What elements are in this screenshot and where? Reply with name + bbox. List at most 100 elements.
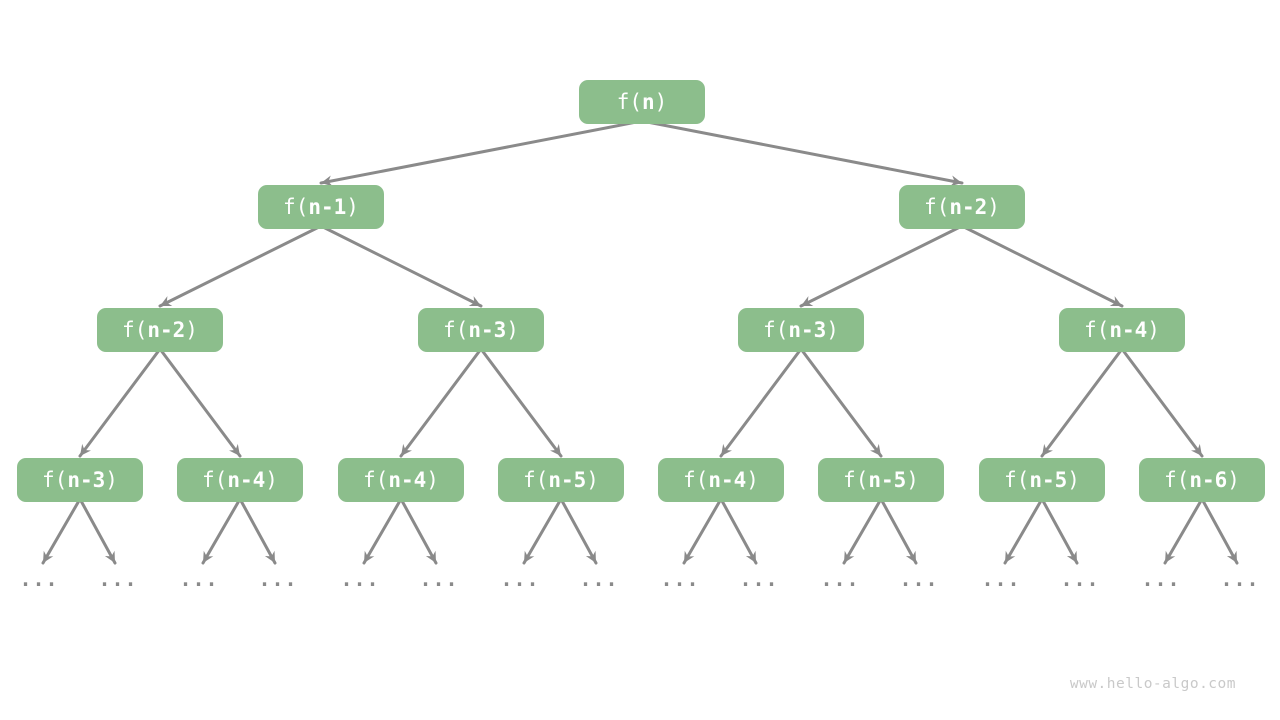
ellipsis-leaf: ... <box>579 567 619 591</box>
node-label-prefix: f( <box>1084 317 1110 342</box>
node-label-suffix: ) <box>746 467 759 492</box>
ellipsis-leaf: ... <box>500 567 540 591</box>
node-label-suffix: ) <box>906 467 919 492</box>
node-label-arg: n-6 <box>1189 467 1228 492</box>
ellipsis-leaf: ... <box>19 567 59 591</box>
tree-edge <box>41 497 82 565</box>
tree-edge <box>399 497 438 565</box>
node-label-prefix: f( <box>1004 467 1030 492</box>
tree-edge <box>158 224 323 308</box>
node-label-arg: n-5 <box>548 467 587 492</box>
node-label-prefix: f( <box>843 467 869 492</box>
node-label-suffix: ) <box>346 194 359 219</box>
node-label-suffix: ) <box>185 317 198 342</box>
node-f-n-3: f(n-3) <box>738 308 864 352</box>
node-label-arg: n-5 <box>868 467 907 492</box>
ellipsis-leaf: ... <box>660 567 700 591</box>
node-label-prefix: f( <box>283 194 309 219</box>
tree-edge <box>522 497 563 565</box>
ellipsis-leaf: ... <box>739 567 779 591</box>
node-label-arg: n-2 <box>147 317 186 342</box>
ellipsis-leaf: ... <box>1220 567 1260 591</box>
node-f-n-4: f(n-4) <box>658 458 784 502</box>
node-label-prefix: f( <box>763 317 789 342</box>
tree-edge <box>799 347 883 458</box>
node-label-suffix: ) <box>506 317 519 342</box>
node-f-n-1: f(n-1) <box>258 185 384 229</box>
tree-edge <box>1200 497 1239 565</box>
ellipsis-leaf: ... <box>258 567 298 591</box>
node-f-n-3: f(n-3) <box>17 458 143 502</box>
node-label-prefix: f( <box>202 467 228 492</box>
node-f-n: f(n) <box>579 80 705 124</box>
tree-edge <box>719 497 758 565</box>
tree-edge <box>238 497 277 565</box>
ellipsis-leaf: ... <box>981 567 1021 591</box>
watermark: www.hello-algo.com <box>1069 676 1236 692</box>
tree-edge <box>399 347 483 458</box>
tree-edge <box>479 347 563 458</box>
node-label-arg: n-3 <box>788 317 827 342</box>
node-label-prefix: f( <box>523 467 549 492</box>
node-label-suffix: ) <box>1067 467 1080 492</box>
node-label-arg: n-4 <box>388 467 427 492</box>
tree-edge <box>319 224 483 308</box>
tree-edge <box>842 497 883 565</box>
node-f-n-5: f(n-5) <box>979 458 1105 502</box>
tree-edge <box>640 119 964 187</box>
ellipsis-leaf: ... <box>820 567 860 591</box>
tree-edge <box>719 347 803 458</box>
ellipsis-leaf: ... <box>899 567 939 591</box>
node-f-n-5: f(n-5) <box>818 458 944 502</box>
node-label-suffix: ) <box>265 467 278 492</box>
tree-edge <box>319 119 644 187</box>
node-label-arg: n-2 <box>949 194 988 219</box>
tree-edge <box>960 224 1124 308</box>
tree-edge <box>1163 497 1204 565</box>
node-label-prefix: f( <box>616 89 642 114</box>
node-f-n-4: f(n-4) <box>338 458 464 502</box>
ellipsis-leaf: ... <box>179 567 219 591</box>
ellipsis-leaf: ... <box>419 567 459 591</box>
ellipsis-leaf: ... <box>340 567 380 591</box>
node-label-prefix: f( <box>42 467 68 492</box>
node-label-suffix: ) <box>987 194 1000 219</box>
node-f-n-2: f(n-2) <box>97 308 223 352</box>
node-label-suffix: ) <box>1147 317 1160 342</box>
node-label-arg: n <box>641 89 655 114</box>
node-f-n-2: f(n-2) <box>899 185 1025 229</box>
node-label-arg: n-4 <box>1109 317 1148 342</box>
tree-edge <box>78 497 117 565</box>
tree-edge <box>201 497 242 565</box>
node-f-n-5: f(n-5) <box>498 458 624 502</box>
node-label-arg: n-4 <box>227 467 266 492</box>
node-f-n-4: f(n-4) <box>1059 308 1185 352</box>
node-label-prefix: f( <box>683 467 709 492</box>
node-label-arg: n-4 <box>708 467 747 492</box>
tree-edge <box>158 347 242 458</box>
tree-edge <box>1040 347 1124 458</box>
tree-edge <box>559 497 598 565</box>
ellipsis-leaf: ... <box>1060 567 1100 591</box>
tree-edge <box>78 347 162 458</box>
node-label-suffix: ) <box>1227 467 1240 492</box>
node-f-n-4: f(n-4) <box>177 458 303 502</box>
node-label-suffix: ) <box>654 89 668 114</box>
node-label-arg: n-5 <box>1029 467 1068 492</box>
tree-edge <box>1040 497 1079 565</box>
node-label-suffix: ) <box>105 467 118 492</box>
tree-edge <box>1003 497 1044 565</box>
ellipsis-leaf: ... <box>98 567 138 591</box>
tree-edge <box>1120 347 1204 458</box>
node-label-arg: n-3 <box>67 467 106 492</box>
node-label-arg: n-1 <box>308 194 347 219</box>
node-f-n-6: f(n-6) <box>1139 458 1265 502</box>
tree-edge <box>362 497 403 565</box>
node-label-suffix: ) <box>586 467 599 492</box>
node-label-suffix: ) <box>826 317 839 342</box>
node-label-prefix: f( <box>1164 467 1190 492</box>
node-label-prefix: f( <box>122 317 148 342</box>
ellipsis-leaf: ... <box>1141 567 1181 591</box>
node-f-n-3: f(n-3) <box>418 308 544 352</box>
